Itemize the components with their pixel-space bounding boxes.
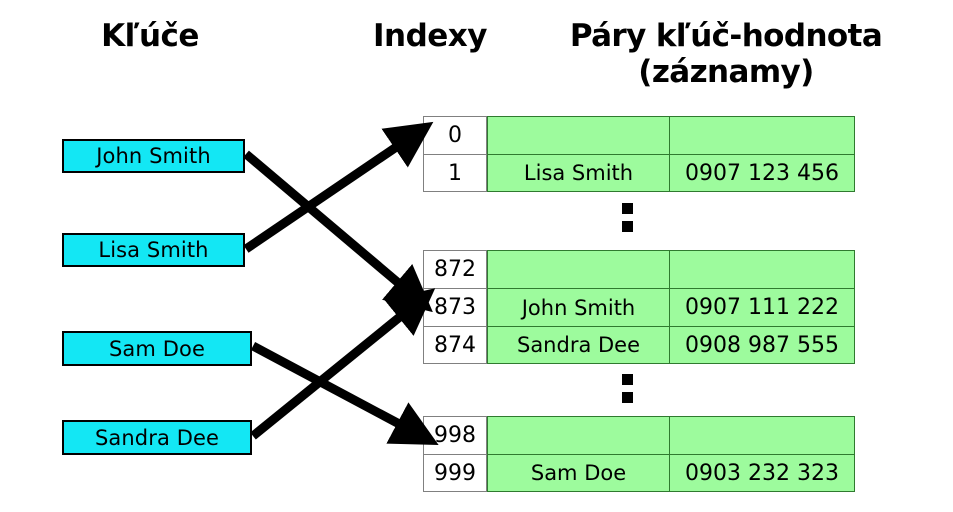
column-heading-pairs-line1: Páry kľúč-hodnota — [569, 18, 883, 54]
record-table-block-last: 998 999 Sam Doe 0903 232 323 — [423, 416, 855, 492]
cell-value — [669, 116, 855, 154]
cell-index: 999 — [423, 454, 487, 492]
table-row[interactable]: 1 Lisa Smith 0907 123 456 — [423, 154, 855, 192]
cell-key: Sandra Dee — [487, 326, 669, 364]
vertical-ellipsis-icon — [622, 374, 633, 410]
table-row[interactable]: 998 — [423, 416, 855, 454]
ellipsis-dot — [622, 203, 633, 214]
record-table-block-first: 0 1 Lisa Smith 0907 123 456 — [423, 116, 855, 192]
cell-key — [487, 416, 669, 454]
key-box-john-smith[interactable]: John Smith — [62, 139, 245, 173]
arrow-john-smith-to-873 — [243, 150, 433, 313]
column-heading-keys: Kľúče — [101, 18, 199, 54]
cell-key: Lisa Smith — [487, 154, 669, 192]
column-heading-key-value-pairs: Páry kľúč-hodnota (záznamy) — [500, 18, 952, 90]
cell-index: 998 — [423, 416, 487, 454]
vertical-ellipsis-icon — [622, 203, 633, 239]
cell-value — [669, 250, 855, 288]
column-heading-indexes: Indexy — [372, 18, 488, 54]
cell-value: 0903 232 323 — [669, 454, 855, 492]
table-row[interactable]: 0 — [423, 116, 855, 154]
cell-index: 1 — [423, 154, 487, 192]
ellipsis-dot — [622, 221, 633, 232]
cell-index: 872 — [423, 250, 487, 288]
key-box-lisa-smith[interactable]: Lisa Smith — [62, 233, 245, 267]
cell-value: 0908 987 555 — [669, 326, 855, 364]
key-box-sandra-dee[interactable]: Sandra Dee — [62, 420, 252, 455]
cell-key: John Smith — [487, 288, 669, 326]
key-box-sam-doe[interactable]: Sam Doe — [62, 331, 252, 366]
table-row[interactable]: 874 Sandra Dee 0908 987 555 — [423, 326, 855, 364]
table-row[interactable]: 872 — [423, 250, 855, 288]
cell-index: 873 — [423, 288, 487, 326]
cell-index: 874 — [423, 326, 487, 364]
cell-value: 0907 123 456 — [669, 154, 855, 192]
table-row[interactable]: 873 John Smith 0907 111 222 — [423, 288, 855, 326]
cell-value: 0907 111 222 — [669, 288, 855, 326]
ellipsis-dot — [622, 392, 633, 403]
cell-index: 0 — [423, 116, 487, 154]
cell-key — [487, 250, 669, 288]
cell-value — [669, 416, 855, 454]
arrow-sam-doe-to-998 — [250, 342, 439, 446]
table-row[interactable]: 999 Sam Doe 0903 232 323 — [423, 454, 855, 492]
record-table-block-middle: 872 873 John Smith 0907 111 222 874 Sand… — [423, 250, 855, 364]
arrow-lisa-smith-to-1 — [243, 121, 434, 253]
ellipsis-dot — [622, 374, 633, 385]
arrow-sandra-dee-to-873 — [250, 288, 436, 440]
cell-key: Sam Doe — [487, 454, 669, 492]
column-heading-pairs-line2: (záznamy) — [638, 54, 814, 90]
cell-key — [487, 116, 669, 154]
